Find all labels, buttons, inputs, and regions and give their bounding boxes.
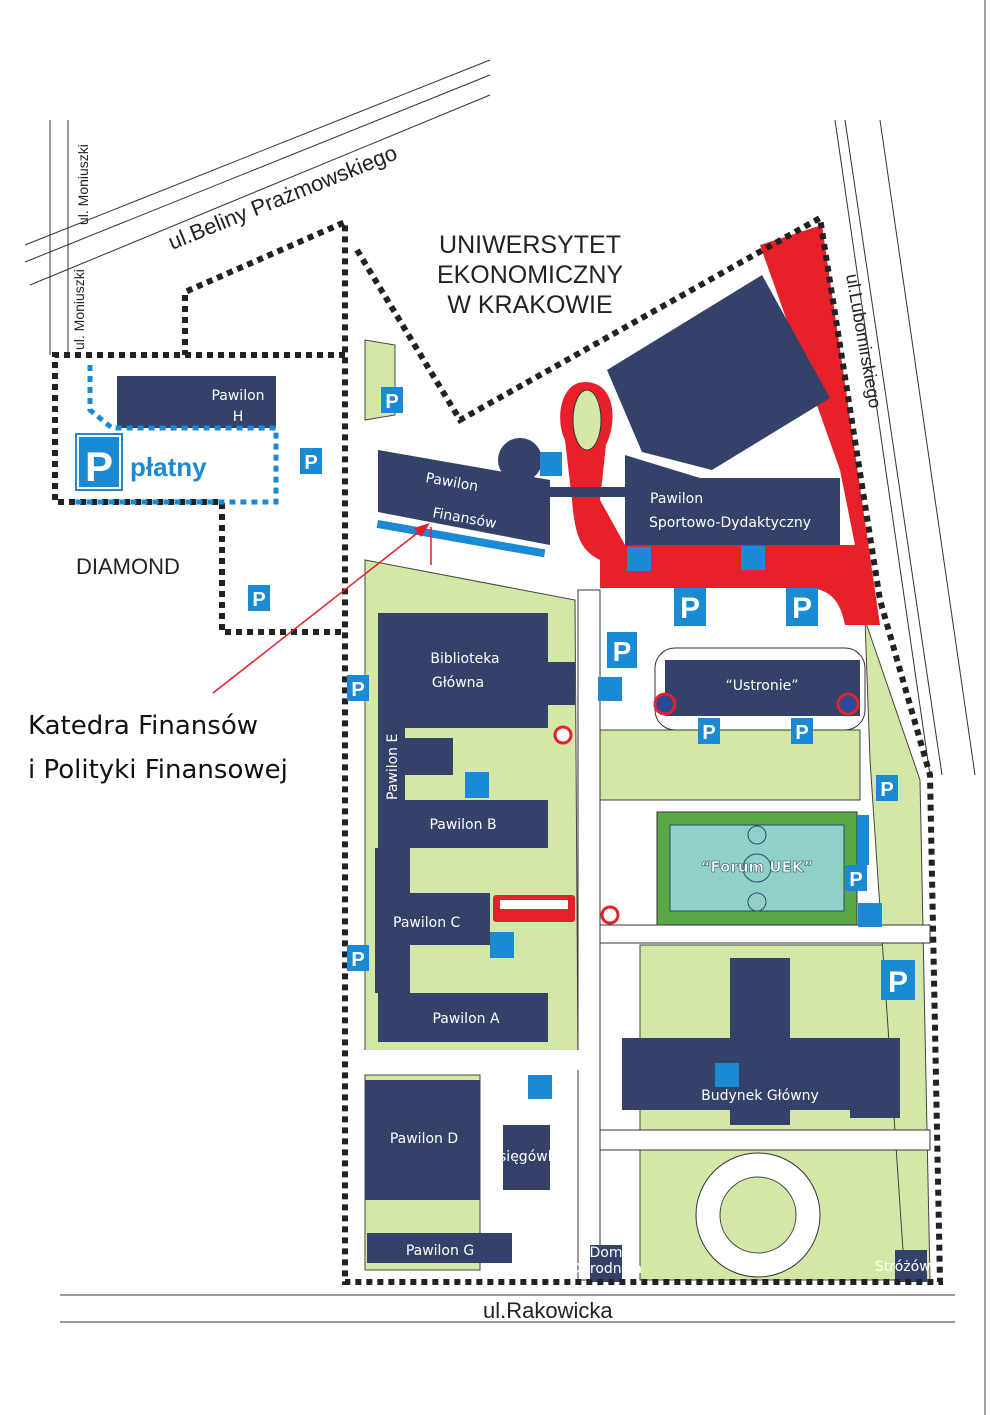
label-pawilon-a: Pawilon A: [432, 1011, 500, 1027]
street-label-rakowicka: ul.Rakowicka: [483, 1298, 613, 1323]
svg-text:P: P: [795, 722, 808, 744]
parking-sign: P: [698, 718, 720, 744]
street-moniuszki: [49, 120, 69, 355]
scooter-parking-icons: [465, 452, 765, 958]
parking-signs: P P P P P P P P P P P P P: [248, 387, 915, 1000]
parking-sign: P: [674, 588, 706, 626]
street-label-moniuszki-bottom: ul. Moniuszki: [71, 269, 87, 350]
parking-sign: P: [876, 775, 898, 801]
building-pawilon-e[interactable]: [378, 728, 405, 800]
label-forum-uek: “Forum UEK”: [701, 858, 814, 876]
svg-text:P: P: [849, 869, 862, 891]
annotation-line-2: i Polityki Finansowej: [28, 755, 288, 785]
building-ksiegowka[interactable]: [503, 1125, 550, 1190]
no-stopping-signs: [653, 692, 860, 716]
annotation-arrow: [212, 523, 432, 694]
forum-uek-court[interactable]: [656, 811, 869, 926]
street-label-moniuszki-top: ul. Moniuszki: [75, 144, 91, 225]
paid-parking-symbol: P: [85, 443, 113, 490]
green-area-center: [599, 729, 861, 801]
label-pawilon-e: Pawilon E: [385, 734, 401, 800]
parking-sign: P: [347, 675, 369, 701]
label-biblioteka-2: Główna: [432, 675, 484, 691]
title-line-1: UNIWERSYTET: [439, 231, 621, 259]
label-pawilon-d: Pawilon D: [390, 1131, 458, 1147]
parking-sign: P: [248, 585, 270, 611]
label-ksiegowka: Księgówka: [490, 1149, 564, 1165]
svg-text:P: P: [702, 722, 715, 744]
street-beliny: [24, 59, 491, 286]
label-dom-ogrodnika-2: Ogrodnika: [570, 1261, 642, 1277]
annotation-line-1: Katedra Finansów: [28, 711, 258, 741]
campus-boundary: [182, 213, 944, 1285]
label-pawilon-h-2: H: [233, 409, 244, 425]
red-zone-access-road: [560, 225, 880, 625]
diamond-boundary: [52, 352, 345, 635]
label-strozowka: Stróżówka: [875, 1259, 947, 1275]
label-sportowo-2: Sportowo-Dydaktyczny: [649, 515, 811, 531]
svg-text:P: P: [888, 966, 908, 999]
parking-sign: P: [300, 448, 322, 474]
label-pawilon-b: Pawilon B: [429, 817, 496, 833]
svg-text:P: P: [252, 589, 265, 611]
paid-parking-boundary: [75, 365, 279, 505]
svg-text:P: P: [792, 592, 812, 625]
label-sportowo: Pawilon: [650, 491, 703, 507]
building-pawilon-c[interactable]: [375, 848, 410, 993]
parking-sign: P: [791, 718, 813, 744]
title-line-2: EKONOMICZNY: [437, 261, 623, 289]
paid-parking-sign: [75, 433, 123, 491]
parking-sign: P: [786, 588, 818, 626]
title-line-3: W KRAKOWIE: [447, 291, 612, 319]
parking-sign: P: [347, 945, 369, 971]
disabled-parking-icons: [528, 547, 882, 1099]
street-rakowicka: [60, 1294, 955, 1323]
street-label-beliny: ul.Beliny Prażmowskiego: [165, 140, 401, 255]
label-dom-ogrodnika: Dom: [590, 1245, 623, 1261]
building-biblioteka[interactable]: [378, 613, 575, 728]
svg-text:P: P: [351, 679, 364, 701]
label-ustronie: “Ustronie”: [726, 678, 799, 694]
svg-text:P: P: [385, 391, 398, 413]
building-budynek-glowny[interactable]: [622, 958, 900, 1125]
svg-text:P: P: [304, 452, 317, 474]
parking-sign: P: [881, 960, 915, 1000]
street-lubomirskiego: [834, 119, 976, 776]
building-pawilon-h[interactable]: [117, 376, 276, 428]
bus-stop-icon: [493, 725, 620, 925]
building-pawilon-b[interactable]: [378, 800, 548, 848]
building-pawilon-g[interactable]: [367, 1233, 512, 1263]
label-pawilon-g: Pawilon G: [406, 1243, 474, 1259]
label-pawilon-c: Pawilon C: [393, 915, 461, 931]
building-pawilon-d[interactable]: [365, 1080, 480, 1200]
label-biblioteka: Biblioteka: [430, 651, 499, 667]
diamond-label: DIAMOND: [76, 554, 180, 579]
building-strozowka[interactable]: [895, 1250, 927, 1282]
svg-text:P: P: [613, 636, 632, 667]
building-sports-hall[interactable]: [607, 275, 830, 470]
building-ustronie[interactable]: [665, 660, 860, 716]
building-dom-ogrodnika[interactable]: [590, 1245, 622, 1282]
parking-sign: P: [845, 865, 867, 891]
building-pawilon-a[interactable]: [378, 993, 548, 1042]
svg-text:P: P: [880, 779, 893, 801]
paid-parking-label: płatny: [130, 452, 207, 482]
building-pawilon-sportowo-dydaktyczny[interactable]: [625, 455, 840, 545]
label-budynek-glowny: Budynek Główny: [701, 1088, 819, 1104]
parking-sign: P: [607, 632, 637, 668]
label-pawilon-h: Pawilon: [211, 388, 264, 404]
svg-text:P: P: [680, 592, 700, 625]
svg-text:P: P: [351, 949, 364, 971]
parking-sign: P: [381, 387, 403, 413]
